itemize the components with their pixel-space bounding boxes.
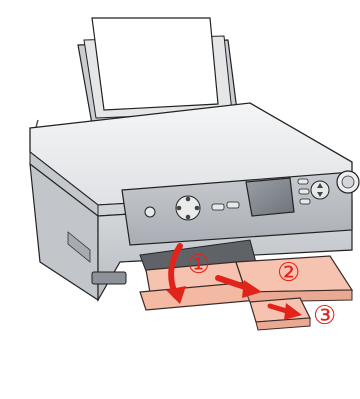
step-2-label: ② — [277, 258, 300, 288]
lcd-screen — [246, 178, 294, 216]
panel-button — [227, 202, 239, 208]
step-1-label: ① — [187, 250, 210, 280]
paper-sheet — [92, 18, 218, 110]
panel-button — [300, 199, 310, 204]
direction-pad — [311, 181, 329, 199]
memory-card-slot — [92, 272, 126, 284]
panel-button — [299, 189, 309, 194]
power-button — [145, 207, 155, 217]
step-3-label: ③ — [313, 301, 336, 331]
panel-button — [298, 179, 308, 184]
navigation-pad — [176, 196, 200, 220]
panel-button — [212, 204, 224, 210]
